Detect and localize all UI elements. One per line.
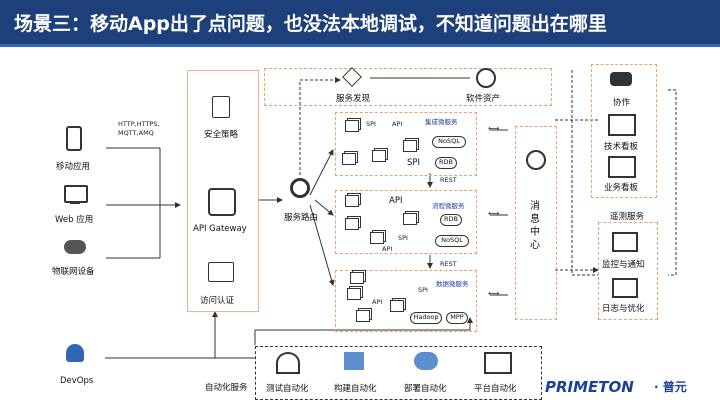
rest-label: REST	[440, 260, 457, 268]
log-icon	[612, 278, 638, 298]
service-node	[370, 232, 384, 244]
process-service-label: 流程微服务	[432, 202, 465, 210]
data-service-label: 数据微服务	[436, 280, 469, 288]
bidirectional-arrow: ⟷	[488, 209, 500, 218]
mobile-app-label: 移动应用	[56, 162, 91, 172]
deploy-cloud-icon	[414, 352, 438, 370]
service-node	[350, 272, 364, 284]
service-node	[403, 140, 417, 152]
platform-server-icon	[484, 352, 512, 374]
message-center-label: 消息中心	[530, 201, 540, 251]
gauge-icon	[276, 352, 300, 374]
service-node	[403, 213, 417, 225]
biz-board-icon	[608, 156, 636, 178]
hadoop-db: Hadoop	[410, 312, 442, 324]
automation-service-label: 自动化服务	[205, 383, 248, 393]
title-bar: 场景三：移动App出了点问题，也没法本地调试，不知道问题出在哪里	[0, 0, 720, 47]
access-card-icon	[208, 262, 234, 282]
page-title: 场景三：移动App出了点问题，也没法本地调试，不知道问题出在哪里	[14, 13, 607, 35]
message-center-panel	[515, 126, 557, 320]
integration-service-box	[335, 112, 477, 176]
service-node	[345, 120, 359, 132]
service-node	[390, 300, 404, 312]
api-label: API	[389, 196, 403, 206]
handshake-icon	[610, 72, 632, 86]
integration-service-label: 集成微服务	[425, 118, 458, 126]
service-node	[356, 310, 370, 322]
mobile-phone-icon	[66, 126, 82, 151]
service-discovery-label: 服务发现	[336, 94, 371, 104]
cloud-gear-icon	[64, 240, 86, 254]
monitor-alert-icon	[612, 232, 638, 252]
software-assets-label: 软件资产	[466, 94, 501, 104]
access-auth-label: 访问认证	[200, 296, 235, 306]
web-app-label: Web 应用	[55, 215, 94, 225]
rdb-db: RDB	[440, 214, 462, 226]
process-service-box	[335, 190, 477, 254]
data-service-box	[335, 270, 477, 332]
telemetry-label: 遥测服务	[610, 212, 645, 222]
service-node	[345, 218, 359, 230]
bidirectional-arrow: ⟷	[488, 124, 500, 133]
api-gateway-label: API Gateway	[193, 224, 247, 234]
assets-icon	[476, 68, 496, 88]
api-label: API	[392, 120, 403, 128]
build-cubes-icon	[344, 352, 364, 370]
service-node	[342, 153, 356, 165]
devops-label: DevOps	[60, 376, 94, 386]
deploy-automation-label: 部署自动化	[404, 384, 447, 394]
spi-label: SPI	[407, 158, 421, 168]
platform-automation-label: 平台自动化	[474, 384, 517, 394]
discovery-region	[264, 68, 552, 106]
tech-board-icon	[608, 114, 636, 136]
tech-board-label: 技术看板	[604, 142, 639, 152]
service-node	[372, 150, 386, 162]
mpp-db: MPP	[446, 312, 468, 324]
spi-label: SPI	[398, 234, 408, 242]
telemetry-panel	[598, 222, 658, 320]
collab-label: 协作	[613, 98, 631, 108]
protocols-label: HTTP,HTTPS, MQTT,AMQ	[118, 120, 160, 137]
service-node	[347, 288, 361, 300]
api-label: API	[382, 245, 393, 253]
test-automation-label: 测试自动化	[266, 384, 309, 394]
monitor-notify-label: 监控与通知	[602, 260, 645, 270]
spi-label: SPI	[418, 286, 428, 294]
monitor-stand-icon	[70, 201, 80, 204]
service-routing-label: 服务路由	[284, 213, 319, 223]
spi-label: SPI	[366, 120, 376, 128]
compass-icon	[526, 150, 546, 170]
bidirectional-arrow: ⟷	[488, 289, 500, 298]
automation-panel	[255, 346, 542, 400]
api-gateway-panel	[187, 70, 259, 312]
biz-board-label: 业务看板	[604, 183, 639, 193]
api-label: API	[372, 298, 383, 306]
devops-person-icon	[66, 344, 84, 362]
build-automation-label: 构建自动化	[334, 384, 377, 394]
collab-panel	[591, 64, 657, 198]
nosql-db: NoSQL	[435, 235, 469, 247]
primeton-cn-logo: · 普元	[654, 380, 687, 394]
service-node	[345, 195, 359, 207]
gateway-network-icon	[208, 188, 236, 216]
routing-gear-icon	[290, 178, 310, 198]
nosql-db: NoSQL	[432, 136, 466, 148]
log-optimize-label: 日志与优化	[602, 304, 645, 314]
primeton-logo: PRIMETON	[545, 378, 634, 396]
security-policy-label: 安全策略	[204, 130, 239, 140]
rest-label: REST	[440, 176, 457, 184]
rdb-db: RDB	[435, 157, 457, 169]
security-policy-icon	[212, 96, 230, 118]
iot-device-label: 物联网设备	[52, 267, 95, 277]
